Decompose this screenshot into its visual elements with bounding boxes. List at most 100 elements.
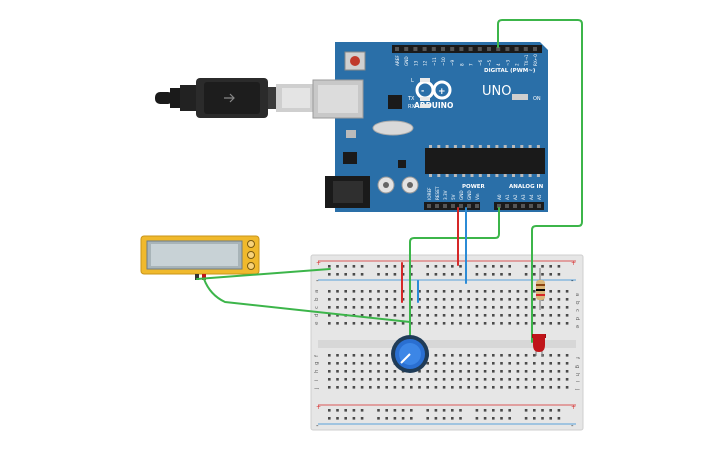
breadboard-hole[interactable] [377, 409, 380, 412]
breadboard-hole[interactable] [475, 273, 479, 276]
breadboard-hole[interactable] [410, 409, 413, 412]
breadboard-hole[interactable] [557, 417, 561, 420]
breadboard-hole[interactable] [352, 273, 356, 276]
breadboard-hole[interactable] [451, 298, 454, 301]
breadboard-hole[interactable] [565, 290, 569, 293]
breadboard-hole[interactable] [426, 265, 429, 268]
breadboard-hole[interactable] [369, 322, 372, 325]
breadboard-hole[interactable] [360, 370, 364, 373]
breadboard-hole[interactable] [352, 354, 356, 357]
breadboard-hole[interactable] [385, 409, 388, 412]
breadboard-hole[interactable] [475, 362, 479, 365]
breadboard-hole[interactable] [459, 370, 462, 373]
breadboard-hole[interactable] [393, 409, 397, 412]
breadboard-hole[interactable] [541, 314, 544, 317]
breadboard-hole[interactable] [410, 273, 413, 276]
breadboard-hole[interactable] [344, 273, 347, 276]
breadboard-hole[interactable] [557, 314, 561, 317]
breadboard-hole[interactable] [541, 370, 544, 373]
breadboard-hole[interactable] [533, 314, 536, 317]
breadboard-hole[interactable] [385, 370, 388, 373]
breadboard-hole[interactable] [524, 306, 528, 309]
breadboard-hole[interactable] [524, 314, 528, 317]
breadboard-hole[interactable] [475, 322, 479, 325]
breadboard-hole[interactable] [377, 265, 380, 268]
breadboard-hole[interactable] [549, 290, 552, 293]
breadboard-hole[interactable] [352, 322, 356, 325]
breadboard-hole[interactable] [352, 386, 356, 389]
breadboard-hole[interactable] [483, 298, 487, 301]
breadboard-hole[interactable] [328, 306, 331, 309]
breadboard-hole[interactable] [508, 298, 511, 301]
breadboard-hole[interactable] [459, 362, 462, 365]
breadboard-hole[interactable] [442, 314, 446, 317]
breadboard-hole[interactable] [565, 298, 569, 301]
breadboard-hole[interactable] [475, 378, 479, 381]
breadboard-hole[interactable] [475, 265, 479, 268]
breadboard-hole[interactable] [500, 298, 503, 301]
breadboard-hole[interactable] [516, 386, 520, 389]
breadboard-hole[interactable] [557, 409, 561, 412]
digital-pin-hole[interactable] [431, 47, 436, 51]
breadboard-hole[interactable] [451, 290, 454, 293]
breadboard-hole[interactable] [451, 362, 454, 365]
breadboard-hole[interactable] [451, 370, 454, 373]
breadboard-hole[interactable] [508, 409, 511, 412]
breadboard-hole[interactable] [467, 322, 470, 325]
breadboard-hole[interactable] [360, 314, 364, 317]
breadboard-hole[interactable] [434, 322, 438, 325]
breadboard-hole[interactable] [418, 298, 421, 301]
breadboard-hole[interactable] [500, 417, 503, 420]
breadboard-hole[interactable] [410, 417, 413, 420]
breadboard-hole[interactable] [467, 314, 470, 317]
resistor-icon[interactable] [536, 268, 545, 310]
breadboard-hole[interactable] [410, 314, 413, 317]
breadboard-hole[interactable] [377, 290, 380, 293]
digital-pin-hole[interactable] [496, 47, 501, 51]
breadboard-hole[interactable] [483, 322, 487, 325]
breadboard-hole[interactable] [393, 386, 397, 389]
power-pin-hole[interactable] [475, 204, 479, 208]
digital-pin-hole[interactable] [441, 47, 445, 51]
potentiometer-icon[interactable] [391, 335, 429, 373]
breadboard-hole[interactable] [524, 290, 528, 293]
breadboard-hole[interactable] [516, 354, 520, 357]
breadboard-hole[interactable] [541, 265, 544, 268]
breadboard-hole[interactable] [336, 417, 339, 420]
breadboard-hole[interactable] [442, 265, 446, 268]
breadboard-hole[interactable] [434, 409, 438, 412]
breadboard-hole[interactable] [516, 290, 520, 293]
breadboard-hole[interactable] [557, 290, 561, 293]
breadboard-hole[interactable] [418, 306, 421, 309]
breadboard-hole[interactable] [475, 409, 479, 412]
breadboard-hole[interactable] [401, 386, 405, 389]
breadboard-hole[interactable] [393, 314, 397, 317]
breadboard-hole[interactable] [336, 306, 339, 309]
breadboard-hole[interactable] [410, 386, 413, 389]
breadboard-hole[interactable] [524, 378, 528, 381]
breadboard-hole[interactable] [500, 370, 503, 373]
power-pin-hole[interactable] [443, 204, 447, 208]
analog-pin-hole[interactable] [529, 204, 533, 208]
digital-pin-hole[interactable] [477, 47, 482, 51]
breadboard-hole[interactable] [393, 290, 397, 293]
breadboard-hole[interactable] [410, 306, 413, 309]
breadboard-hole[interactable] [533, 378, 536, 381]
breadboard-hole[interactable] [336, 265, 339, 268]
breadboard-hole[interactable] [442, 378, 446, 381]
breadboard-hole[interactable] [442, 306, 446, 309]
breadboard-hole[interactable] [508, 290, 511, 293]
breadboard-hole[interactable] [492, 314, 495, 317]
breadboard-hole[interactable] [328, 386, 331, 389]
breadboard-hole[interactable] [369, 386, 372, 389]
breadboard-hole[interactable] [549, 298, 552, 301]
breadboard-hole[interactable] [377, 354, 380, 357]
breadboard-hole[interactable] [533, 306, 536, 309]
breadboard-hole[interactable] [492, 298, 495, 301]
breadboard-hole[interactable] [442, 273, 446, 276]
breadboard-hole[interactable] [565, 354, 569, 357]
breadboard-hole[interactable] [352, 362, 356, 365]
breadboard-hole[interactable] [328, 362, 331, 365]
breadboard-hole[interactable] [393, 370, 397, 373]
breadboard-hole[interactable] [352, 290, 356, 293]
